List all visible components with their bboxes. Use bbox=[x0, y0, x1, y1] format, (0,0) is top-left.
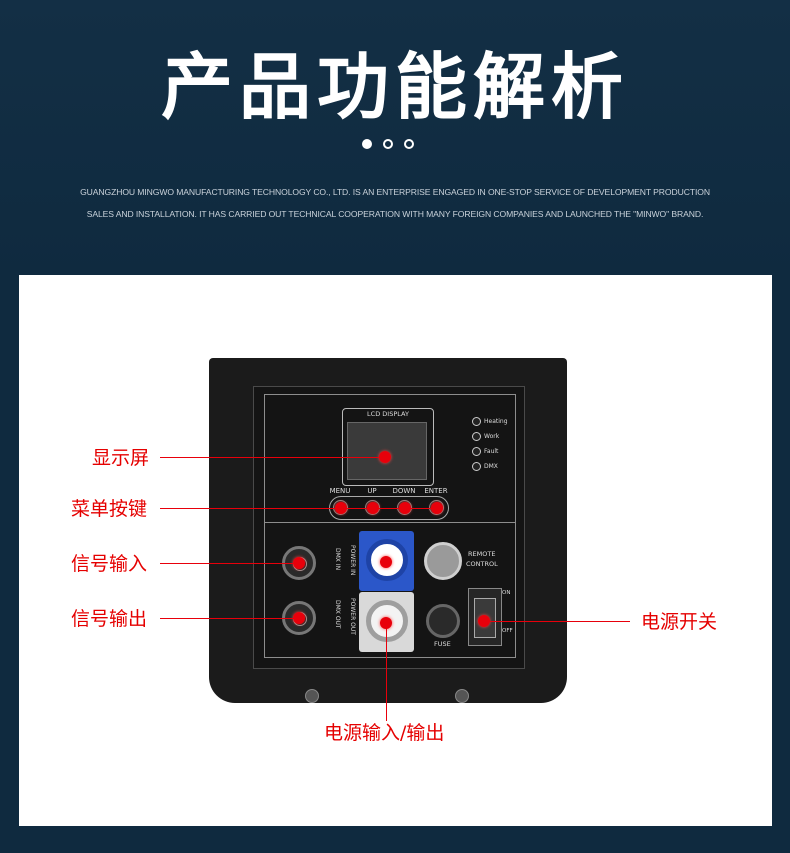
led-heating-icon bbox=[472, 417, 481, 426]
dmx-in-label: DMX IN bbox=[334, 548, 341, 571]
description-line-1: GUANGZHOU MINGWO MANUFACTURING TECHNOLOG… bbox=[80, 187, 710, 197]
remote-control-connector[interactable] bbox=[424, 542, 462, 580]
pagination-dot-3[interactable] bbox=[404, 139, 414, 149]
control-face-frame bbox=[264, 394, 516, 658]
leader-power-switch bbox=[484, 621, 630, 622]
lcd-frame bbox=[342, 408, 434, 486]
remote-label-line2: CONTROL bbox=[466, 560, 498, 568]
marker-signal-in bbox=[293, 557, 305, 569]
leader-display bbox=[160, 457, 385, 458]
company-description: GUANGZHOU MINGWO MANUFACTURING TECHNOLOG… bbox=[0, 181, 790, 225]
leader-signal-in bbox=[160, 563, 299, 564]
pagination-dots bbox=[362, 139, 414, 149]
button-label-menu: MENU bbox=[329, 487, 351, 495]
switch-off-label: OFF bbox=[502, 628, 513, 634]
callout-power-switch: 电源开关 bbox=[641, 611, 718, 633]
header-banner: 产品功能解析 GUANGZHOU MINGWO MANUFACTURING TE… bbox=[0, 0, 790, 275]
led-fault-icon bbox=[472, 447, 481, 456]
power-out-label: POWER OUT bbox=[349, 598, 356, 635]
marker-power-in bbox=[380, 556, 392, 568]
callout-signal-out: 信号输出 bbox=[71, 608, 148, 630]
callout-display: 显示屏 bbox=[92, 447, 150, 469]
page-title: 产品功能解析 bbox=[160, 45, 629, 129]
led-label-fault: Fault bbox=[484, 448, 499, 455]
led-label-dmx: DMX bbox=[484, 463, 498, 470]
leader-power-io bbox=[386, 623, 387, 721]
pagination-dot-1[interactable] bbox=[362, 139, 372, 149]
dmx-out-label: DMX OUT bbox=[334, 600, 341, 629]
button-label-up: UP bbox=[367, 487, 377, 495]
lcd-label: LCD DISPLAY bbox=[367, 410, 409, 418]
leader-menu bbox=[160, 508, 441, 509]
button-label-enter: ENTER bbox=[424, 487, 448, 495]
remote-label-line1: REMOTE bbox=[468, 550, 496, 558]
marker-display bbox=[379, 451, 391, 463]
callout-signal-in: 信号输入 bbox=[71, 553, 148, 575]
led-label-heating: Heating bbox=[484, 418, 508, 425]
screw-left-icon bbox=[305, 689, 319, 703]
led-label-work: Work bbox=[484, 433, 500, 440]
led-dmx-icon bbox=[472, 462, 481, 471]
screw-right-icon bbox=[455, 689, 469, 703]
fuse-holder[interactable] bbox=[426, 604, 460, 638]
callout-power-io: 电源输入/输出 bbox=[324, 722, 445, 744]
leader-signal-out bbox=[160, 618, 299, 619]
led-work-icon bbox=[472, 432, 481, 441]
marker-signal-out bbox=[293, 612, 305, 624]
button-label-down: DOWN bbox=[392, 487, 416, 495]
fuse-label: FUSE bbox=[434, 640, 451, 648]
callout-menu-keys: 菜单按键 bbox=[71, 498, 148, 520]
face-divider bbox=[264, 522, 516, 523]
switch-on-label: ON bbox=[502, 590, 511, 596]
power-in-label: POWER IN bbox=[349, 545, 356, 576]
description-line-2: SALES AND INSTALLATION. IT HAS CARRIED O… bbox=[86, 209, 704, 219]
pagination-dot-2[interactable] bbox=[383, 139, 393, 149]
power-in-socket-icon bbox=[366, 539, 408, 581]
